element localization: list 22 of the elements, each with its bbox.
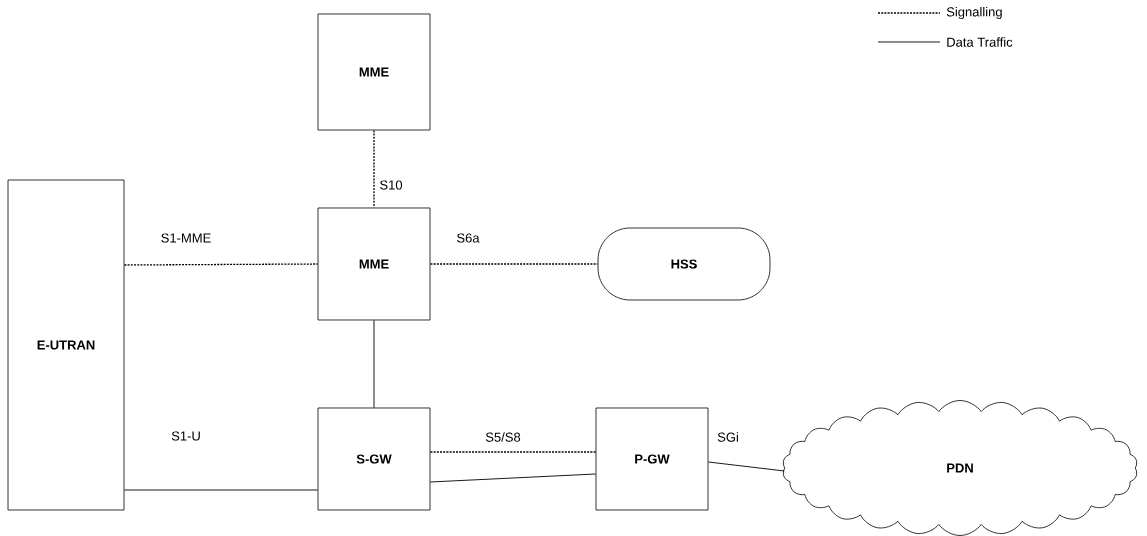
connector-line	[373, 129, 375, 209]
network-box: S-GW	[317, 407, 431, 511]
edge-label: S1-MME	[159, 232, 213, 244]
edge-label: S5/S8	[484, 431, 522, 443]
rounded-box: HSS	[597, 227, 771, 301]
edge-label: S1-U	[170, 430, 202, 442]
network-box: E-UTRAN	[7, 179, 125, 511]
network-box: MME	[317, 13, 431, 131]
edge-label: S6a	[455, 232, 481, 244]
connector-line	[373, 319, 375, 409]
connector-line	[429, 263, 599, 265]
legend-label: Signalling	[946, 6, 1002, 20]
network-box: MME	[317, 207, 431, 321]
edge-label: S10	[378, 179, 404, 191]
legend-label: Data Traffic	[947, 37, 1013, 47]
connector-line	[429, 451, 597, 453]
connector-line	[123, 489, 319, 491]
connector-line	[707, 461, 785, 472]
network-box: P-GW	[595, 407, 709, 511]
edge-label: SGi	[716, 431, 740, 443]
connector-line	[429, 473, 597, 483]
connector-line	[123, 263, 319, 266]
